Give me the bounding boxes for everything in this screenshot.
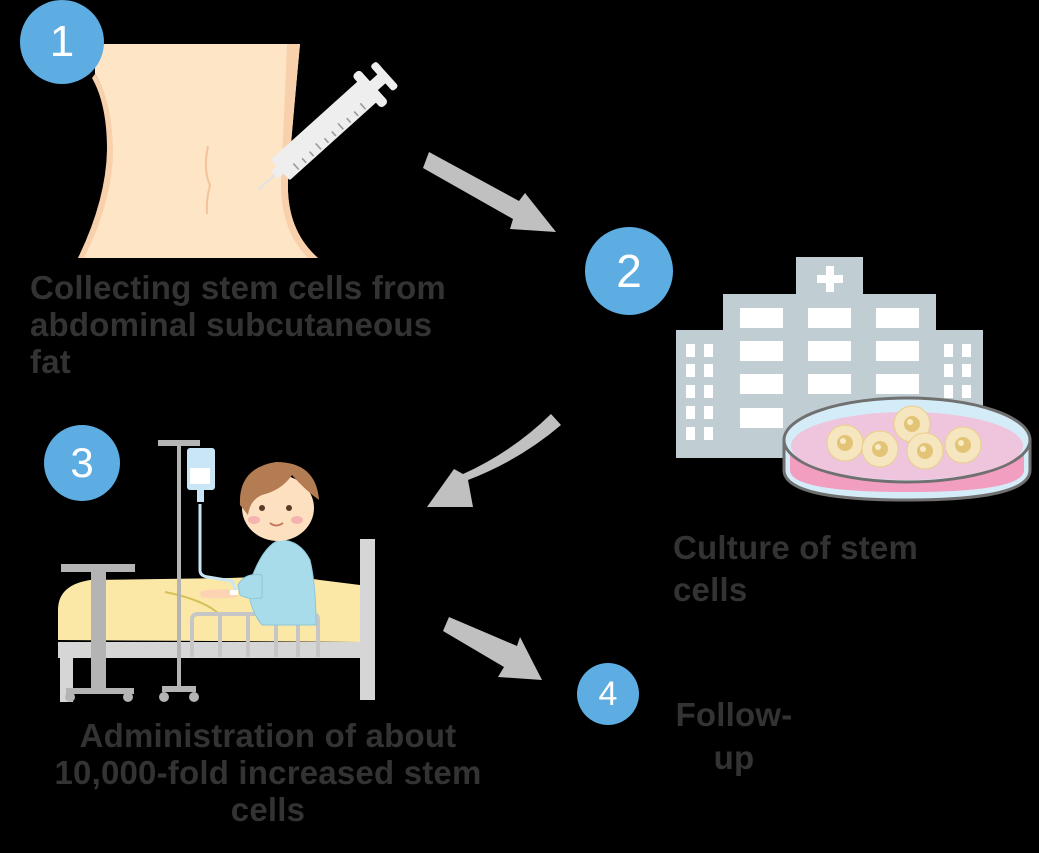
patient-illustration [200, 462, 319, 626]
step-4-label: Follow- up [675, 696, 793, 776]
step-4-number: 4 [598, 674, 618, 713]
step-1-label: Collecting stem cells from abdominal sub… [30, 269, 446, 380]
step-2-label: Culture of stem cells [673, 529, 919, 608]
hospital-cross-icon [817, 266, 843, 292]
step-3-number: 3 [70, 439, 94, 486]
step-1-number: 1 [49, 17, 75, 66]
iv-drip-stand-icon [158, 440, 238, 702]
arrow-step2-to-step3 [427, 414, 561, 507]
step-2-number: 2 [616, 245, 642, 297]
step-2-number-badge: 2 [585, 227, 673, 315]
abdomen-illustration [78, 44, 318, 258]
overbed-table-icon [61, 564, 135, 702]
stem-cells [826, 405, 982, 470]
arrow-step1-to-step2 [423, 152, 556, 232]
step-3-number-badge: 3 [44, 425, 120, 501]
step-1-number-badge: 1 [20, 0, 104, 84]
step-4-number-badge: 4 [577, 663, 639, 725]
step-3-label: Administration of about 10,000-fold incr… [54, 717, 482, 828]
hospital-windows [686, 308, 971, 440]
syringe-icon [257, 62, 398, 191]
petri-dish-icon [782, 396, 1032, 502]
arrow-step3-to-step4 [443, 617, 542, 680]
